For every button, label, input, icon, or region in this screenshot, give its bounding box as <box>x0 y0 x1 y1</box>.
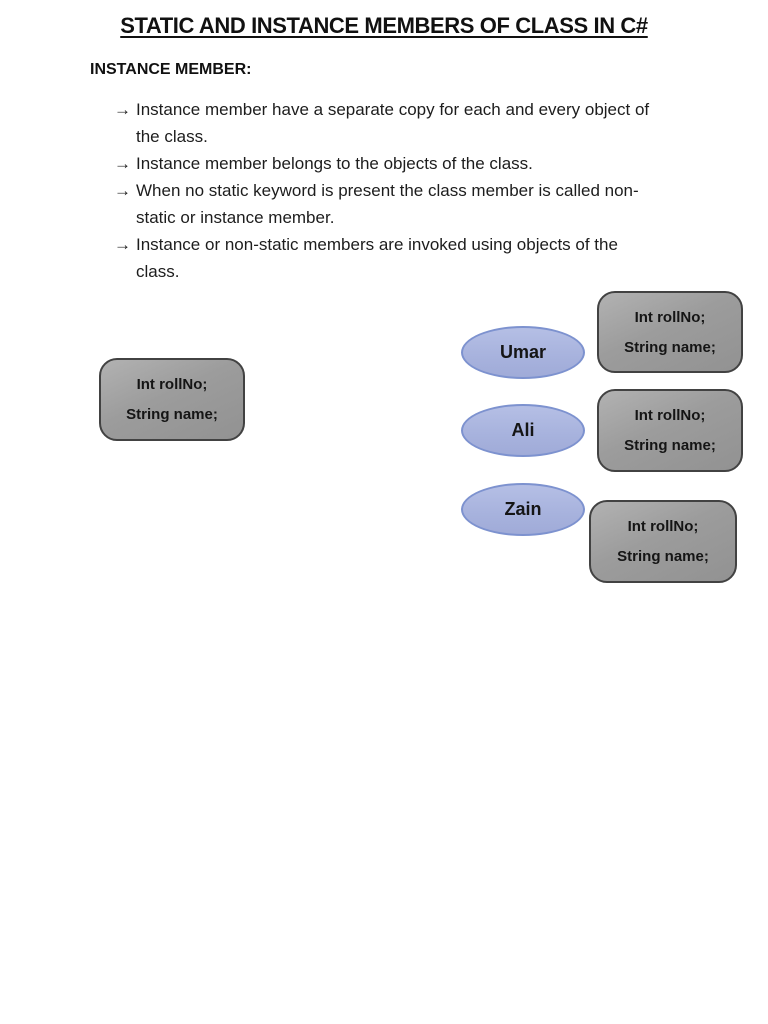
memory-box-umar: Int rollNo; String name; <box>597 291 743 373</box>
memory-box-line: Int rollNo; <box>634 308 706 326</box>
arrow-bullet-icon: → <box>114 100 131 119</box>
arrow-bullet-icon: → <box>114 181 131 200</box>
memory-box-line: String name; <box>617 548 709 565</box>
page-title: STATIC AND INSTANCE MEMBERS OF CLASS IN … <box>120 13 648 38</box>
memory-box-line: Int rollNo; <box>627 518 699 535</box>
arrow-bullet-icon: → <box>114 235 131 254</box>
memory-box-line: String name; <box>624 338 716 356</box>
memory-box-line: Int rollNo; <box>634 407 706 424</box>
memory-box-line: String name; <box>624 437 716 454</box>
list-item: → When no static keyword is present the … <box>114 177 662 231</box>
bullet-text: Instance member belongs to the objects o… <box>136 154 533 173</box>
bullet-text: Instance member have a separate copy for… <box>136 100 650 146</box>
memory-box-line: String name; <box>126 406 218 423</box>
object-ellipse-zain: Zain <box>461 483 585 536</box>
memory-box-line: Int rollNo; <box>136 376 208 393</box>
list-item: → Instance member belongs to the objects… <box>114 150 662 177</box>
memory-box-class: Int rollNo; String name; <box>99 358 245 441</box>
object-label: Zain <box>504 499 542 519</box>
arrow-bullet-icon: → <box>114 154 131 173</box>
memory-box-ali: Int rollNo; String name; <box>597 389 743 472</box>
object-ellipse-ali: Ali <box>461 404 585 457</box>
list-item: → Instance member have a separate copy f… <box>114 96 662 150</box>
object-label: Ali <box>511 420 535 440</box>
list-item: → Instance or non-static members are inv… <box>114 231 662 285</box>
section-heading: INSTANCE MEMBER: <box>90 61 252 78</box>
object-ellipse-umar: Umar <box>461 326 585 379</box>
object-label: Umar <box>499 342 547 362</box>
bullet-text: Instance or non-static members are invok… <box>136 235 618 281</box>
memory-box-zain: Int rollNo; String name; <box>589 500 737 583</box>
bullet-list: → Instance member have a separate copy f… <box>114 96 662 285</box>
bullet-text: When no static keyword is present the cl… <box>136 181 639 227</box>
